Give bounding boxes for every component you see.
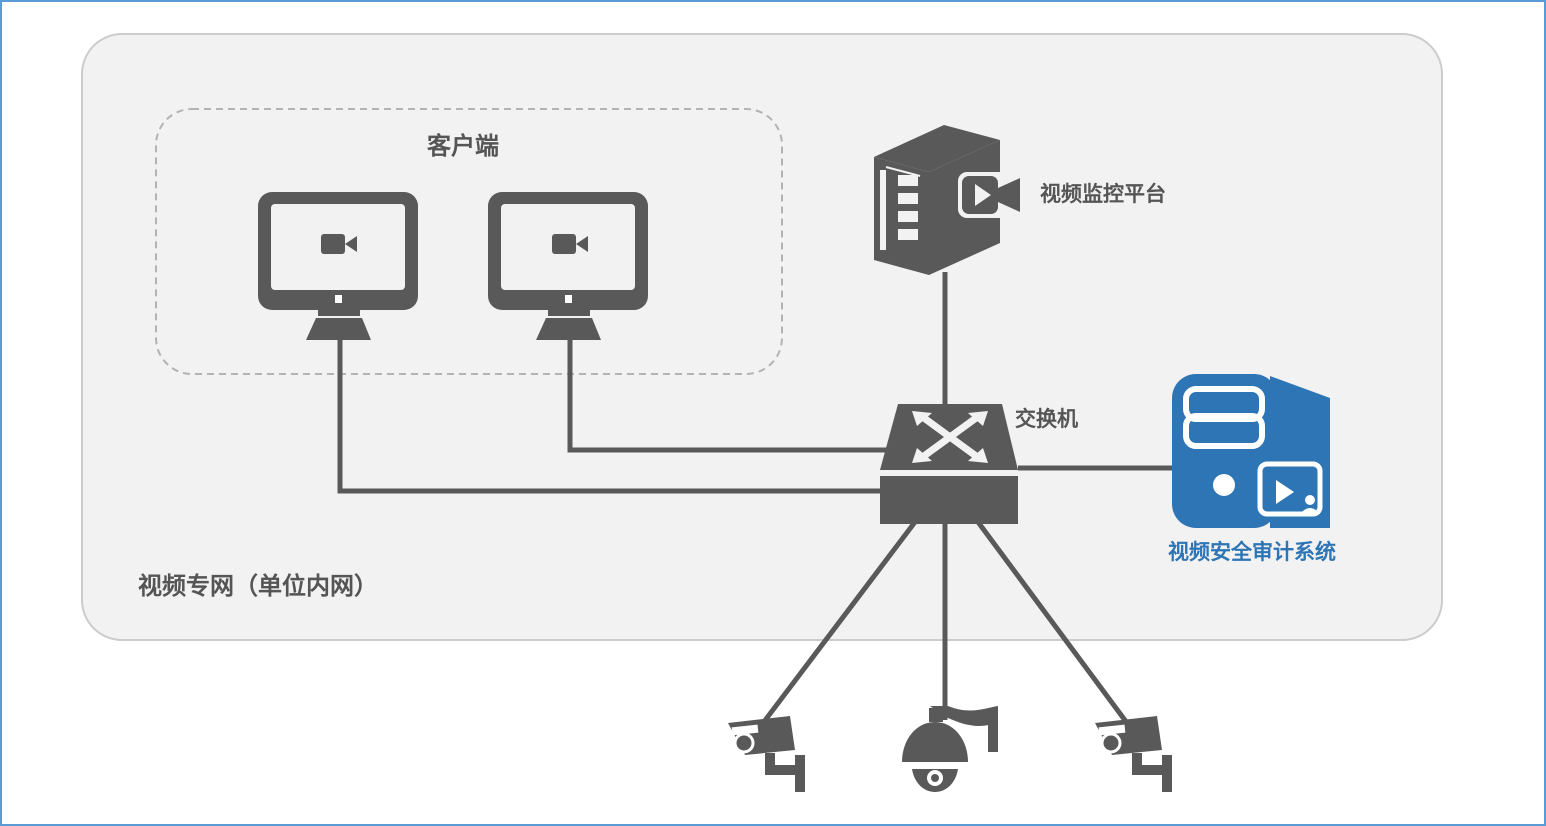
link-camera-right — [975, 520, 1133, 729]
audit-server-icon — [1172, 374, 1330, 528]
platform-label: 视频监控平台 — [1040, 182, 1166, 206]
audit-label: 视频安全审计系统 — [1168, 540, 1336, 564]
server-icon — [874, 125, 1020, 275]
dome-camera-icon — [902, 706, 998, 792]
connection-lines — [337, 272, 1172, 729]
video-camera-icon — [552, 234, 588, 254]
network-label: 视频专网（单位内网） — [138, 572, 378, 600]
bullet-camera-icon — [728, 716, 805, 792]
link-client-2 — [567, 340, 890, 453]
link-camera-left — [758, 520, 917, 729]
video-camera-icon — [321, 234, 357, 254]
client-group — [155, 108, 783, 375]
bullet-camera-icon — [1095, 716, 1172, 792]
link-client-1 — [337, 340, 880, 494]
client-label: 客户端 — [427, 132, 499, 160]
network-switch-icon — [880, 404, 1018, 524]
switch-label: 交换机 — [1015, 407, 1078, 431]
